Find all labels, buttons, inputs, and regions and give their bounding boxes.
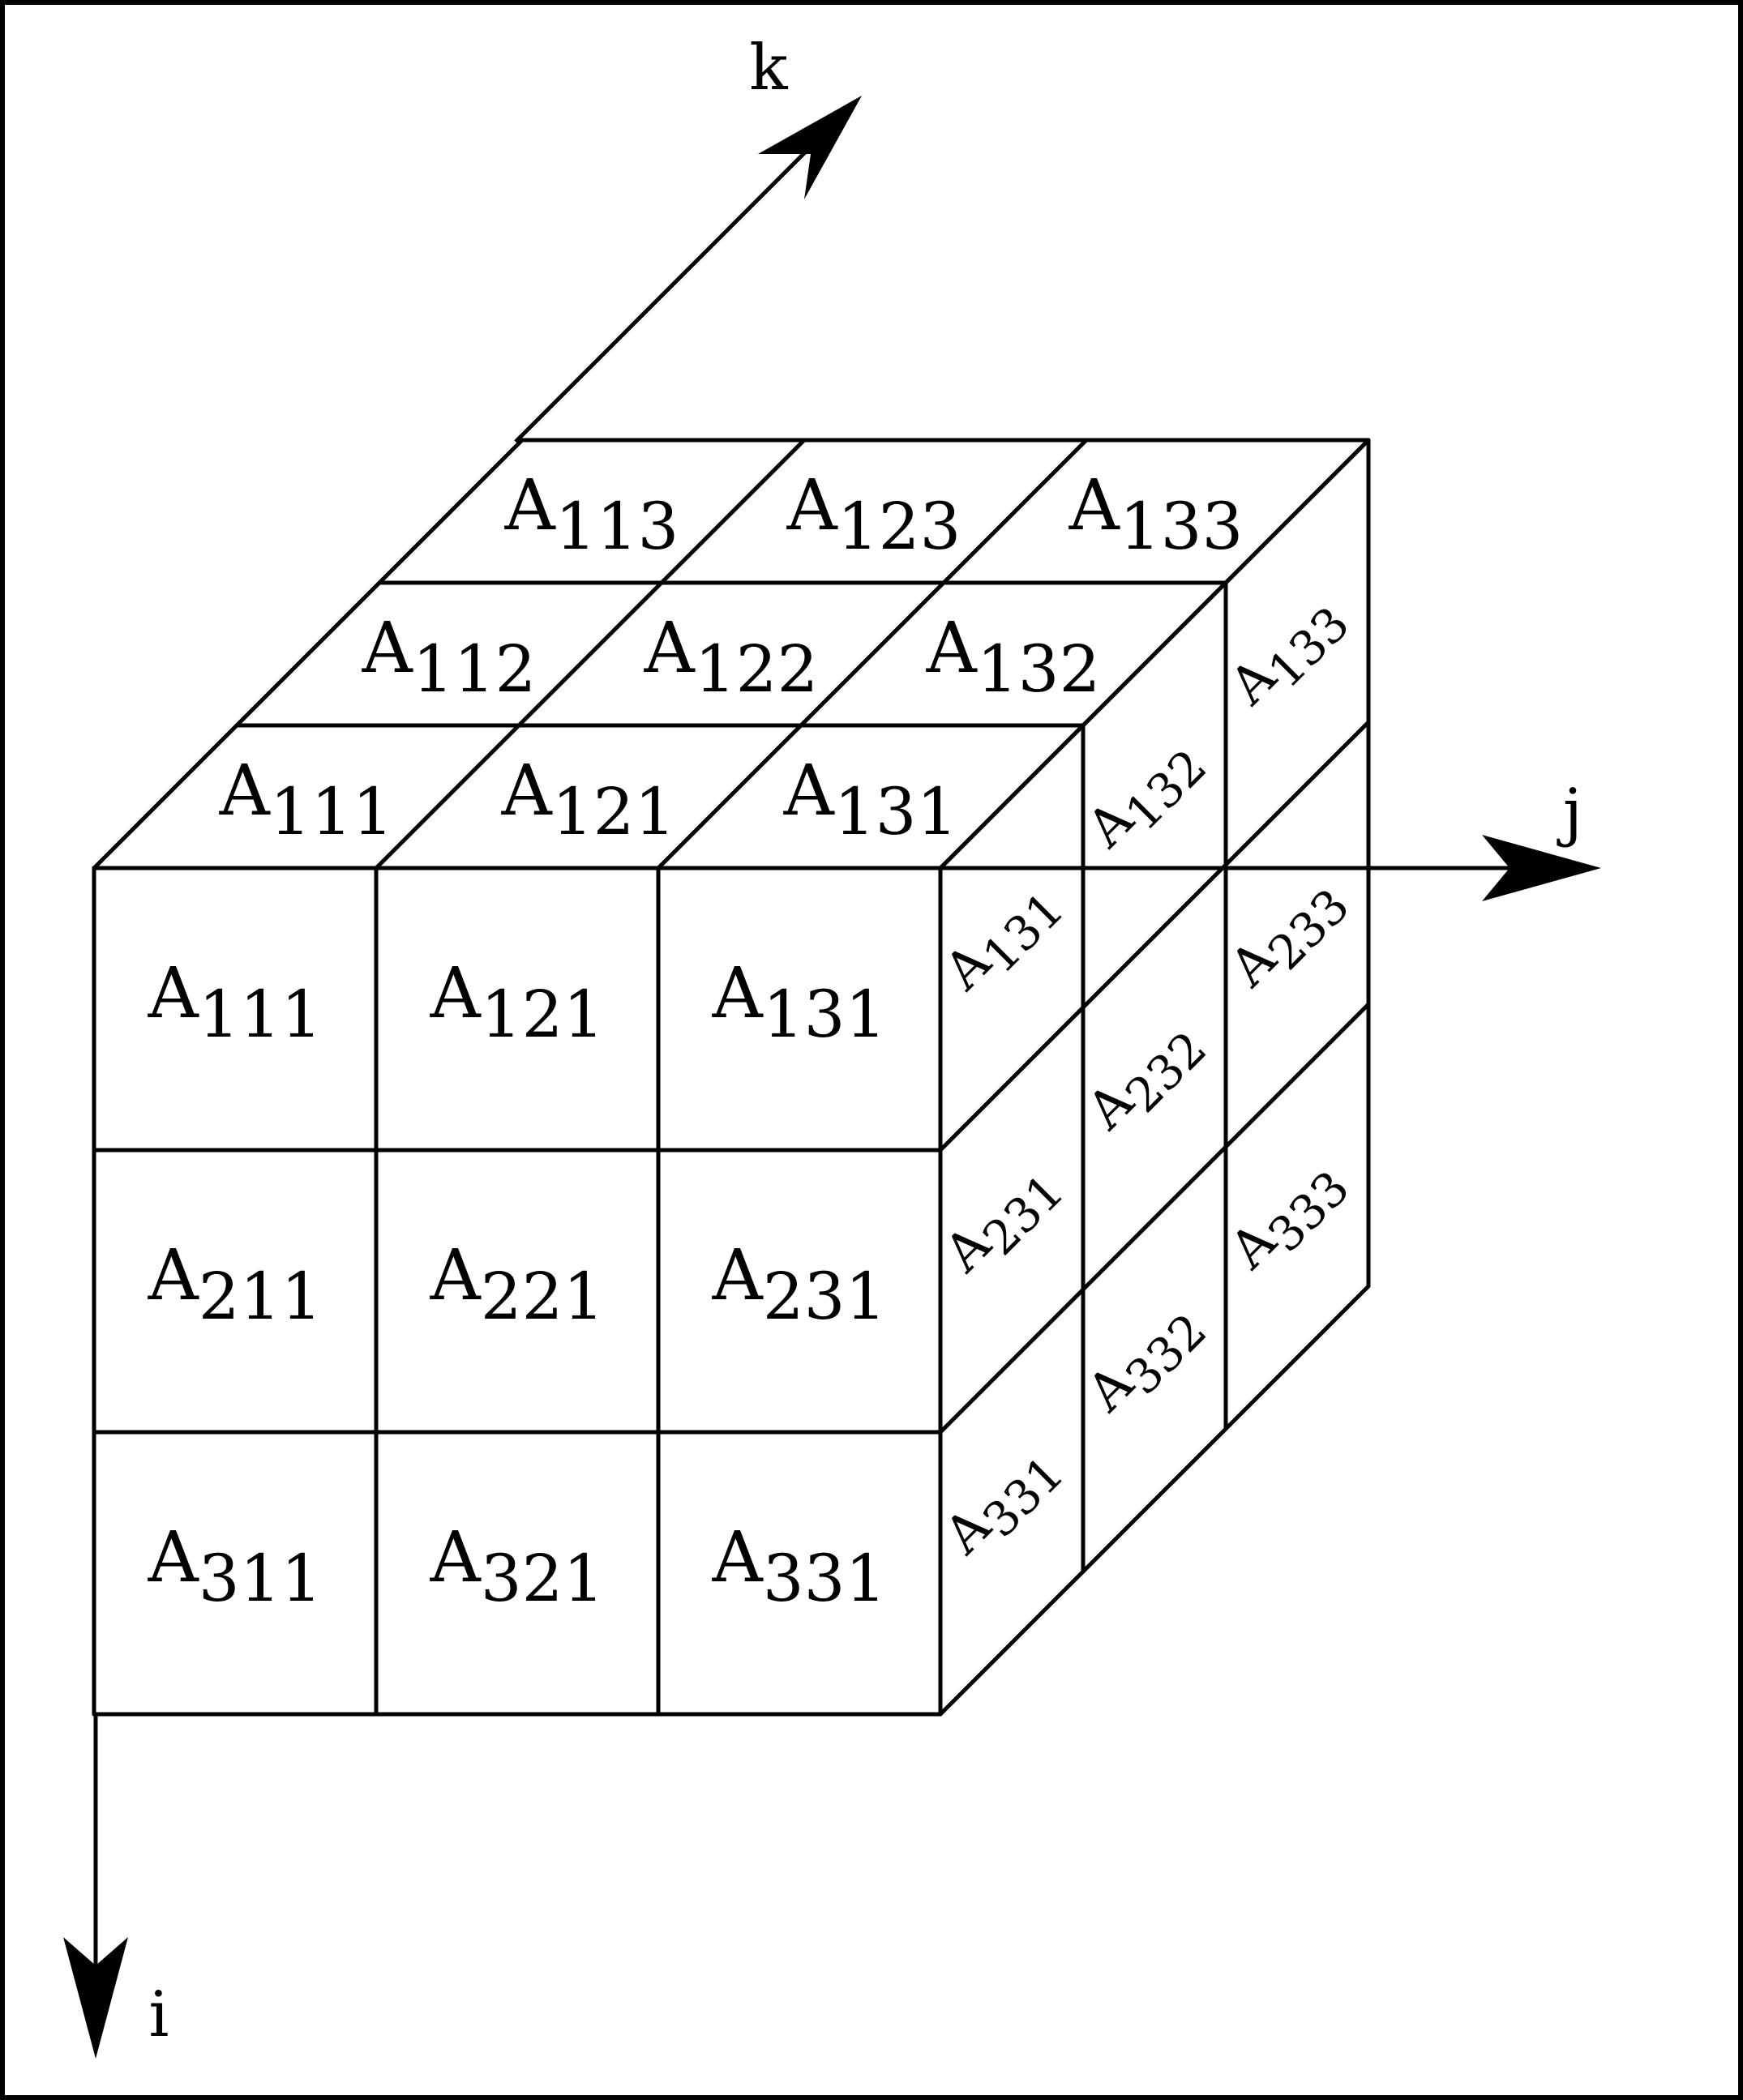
- k-axis-line: [514, 133, 824, 443]
- top-cell-label: A113: [504, 465, 679, 564]
- side-cell-label: A132: [1076, 727, 1218, 869]
- j-axis-arrowhead: [1482, 835, 1601, 901]
- side-cell-label: A232: [1076, 1009, 1218, 1151]
- front-cell-label: A131: [712, 953, 887, 1052]
- top-face-edge: [656, 438, 1089, 870]
- side-cell-label: A133: [1218, 584, 1360, 726]
- front-cell-label: A231: [712, 1235, 887, 1334]
- top-cell-label: A123: [786, 465, 961, 564]
- side-cell-label: A131: [933, 870, 1075, 1012]
- side-face-edge: [938, 438, 1371, 870]
- cube-edges: [92, 438, 1371, 1717]
- side-cell-label: A233: [1218, 866, 1360, 1008]
- j-axis-label: j: [1557, 776, 1582, 849]
- i-axis-arrowhead: [63, 1937, 128, 2059]
- side-cell-label: A332: [1076, 1291, 1218, 1433]
- side-face-edge: [938, 1284, 1371, 1717]
- front-cell-label: A121: [430, 953, 605, 1052]
- front-cell-label: A221: [430, 1235, 605, 1334]
- top-cell-label: A111: [219, 751, 394, 849]
- side-face-edge: [938, 720, 1371, 1153]
- k-axis-label: k: [749, 32, 788, 105]
- top-cell-label: A133: [1068, 465, 1244, 564]
- front-cell-label: A311: [148, 1517, 323, 1616]
- front-cell-label: A321: [430, 1517, 605, 1616]
- front-cell-label: A111: [148, 953, 323, 1052]
- front-cell-label: A211: [148, 1235, 323, 1334]
- side-face-edge: [938, 1002, 1371, 1435]
- side-cell-label: A231: [933, 1152, 1075, 1294]
- axes: k j i: [63, 32, 1601, 2059]
- top-cell-label: A121: [501, 751, 676, 849]
- side-cell-label: A331: [933, 1434, 1075, 1576]
- top-cell-label: A131: [783, 751, 958, 849]
- front-cell-label: A331: [712, 1517, 887, 1616]
- top-face-edge: [92, 438, 525, 870]
- top-cell-label: A112: [362, 608, 537, 707]
- k-axis-arrowhead: [758, 96, 862, 199]
- top-face-edge: [374, 438, 807, 870]
- top-cell-label: A122: [644, 608, 819, 707]
- side-cell-label: A333: [1218, 1148, 1360, 1290]
- top-cell-label: A132: [926, 608, 1101, 707]
- i-axis-label: i: [149, 1978, 169, 2051]
